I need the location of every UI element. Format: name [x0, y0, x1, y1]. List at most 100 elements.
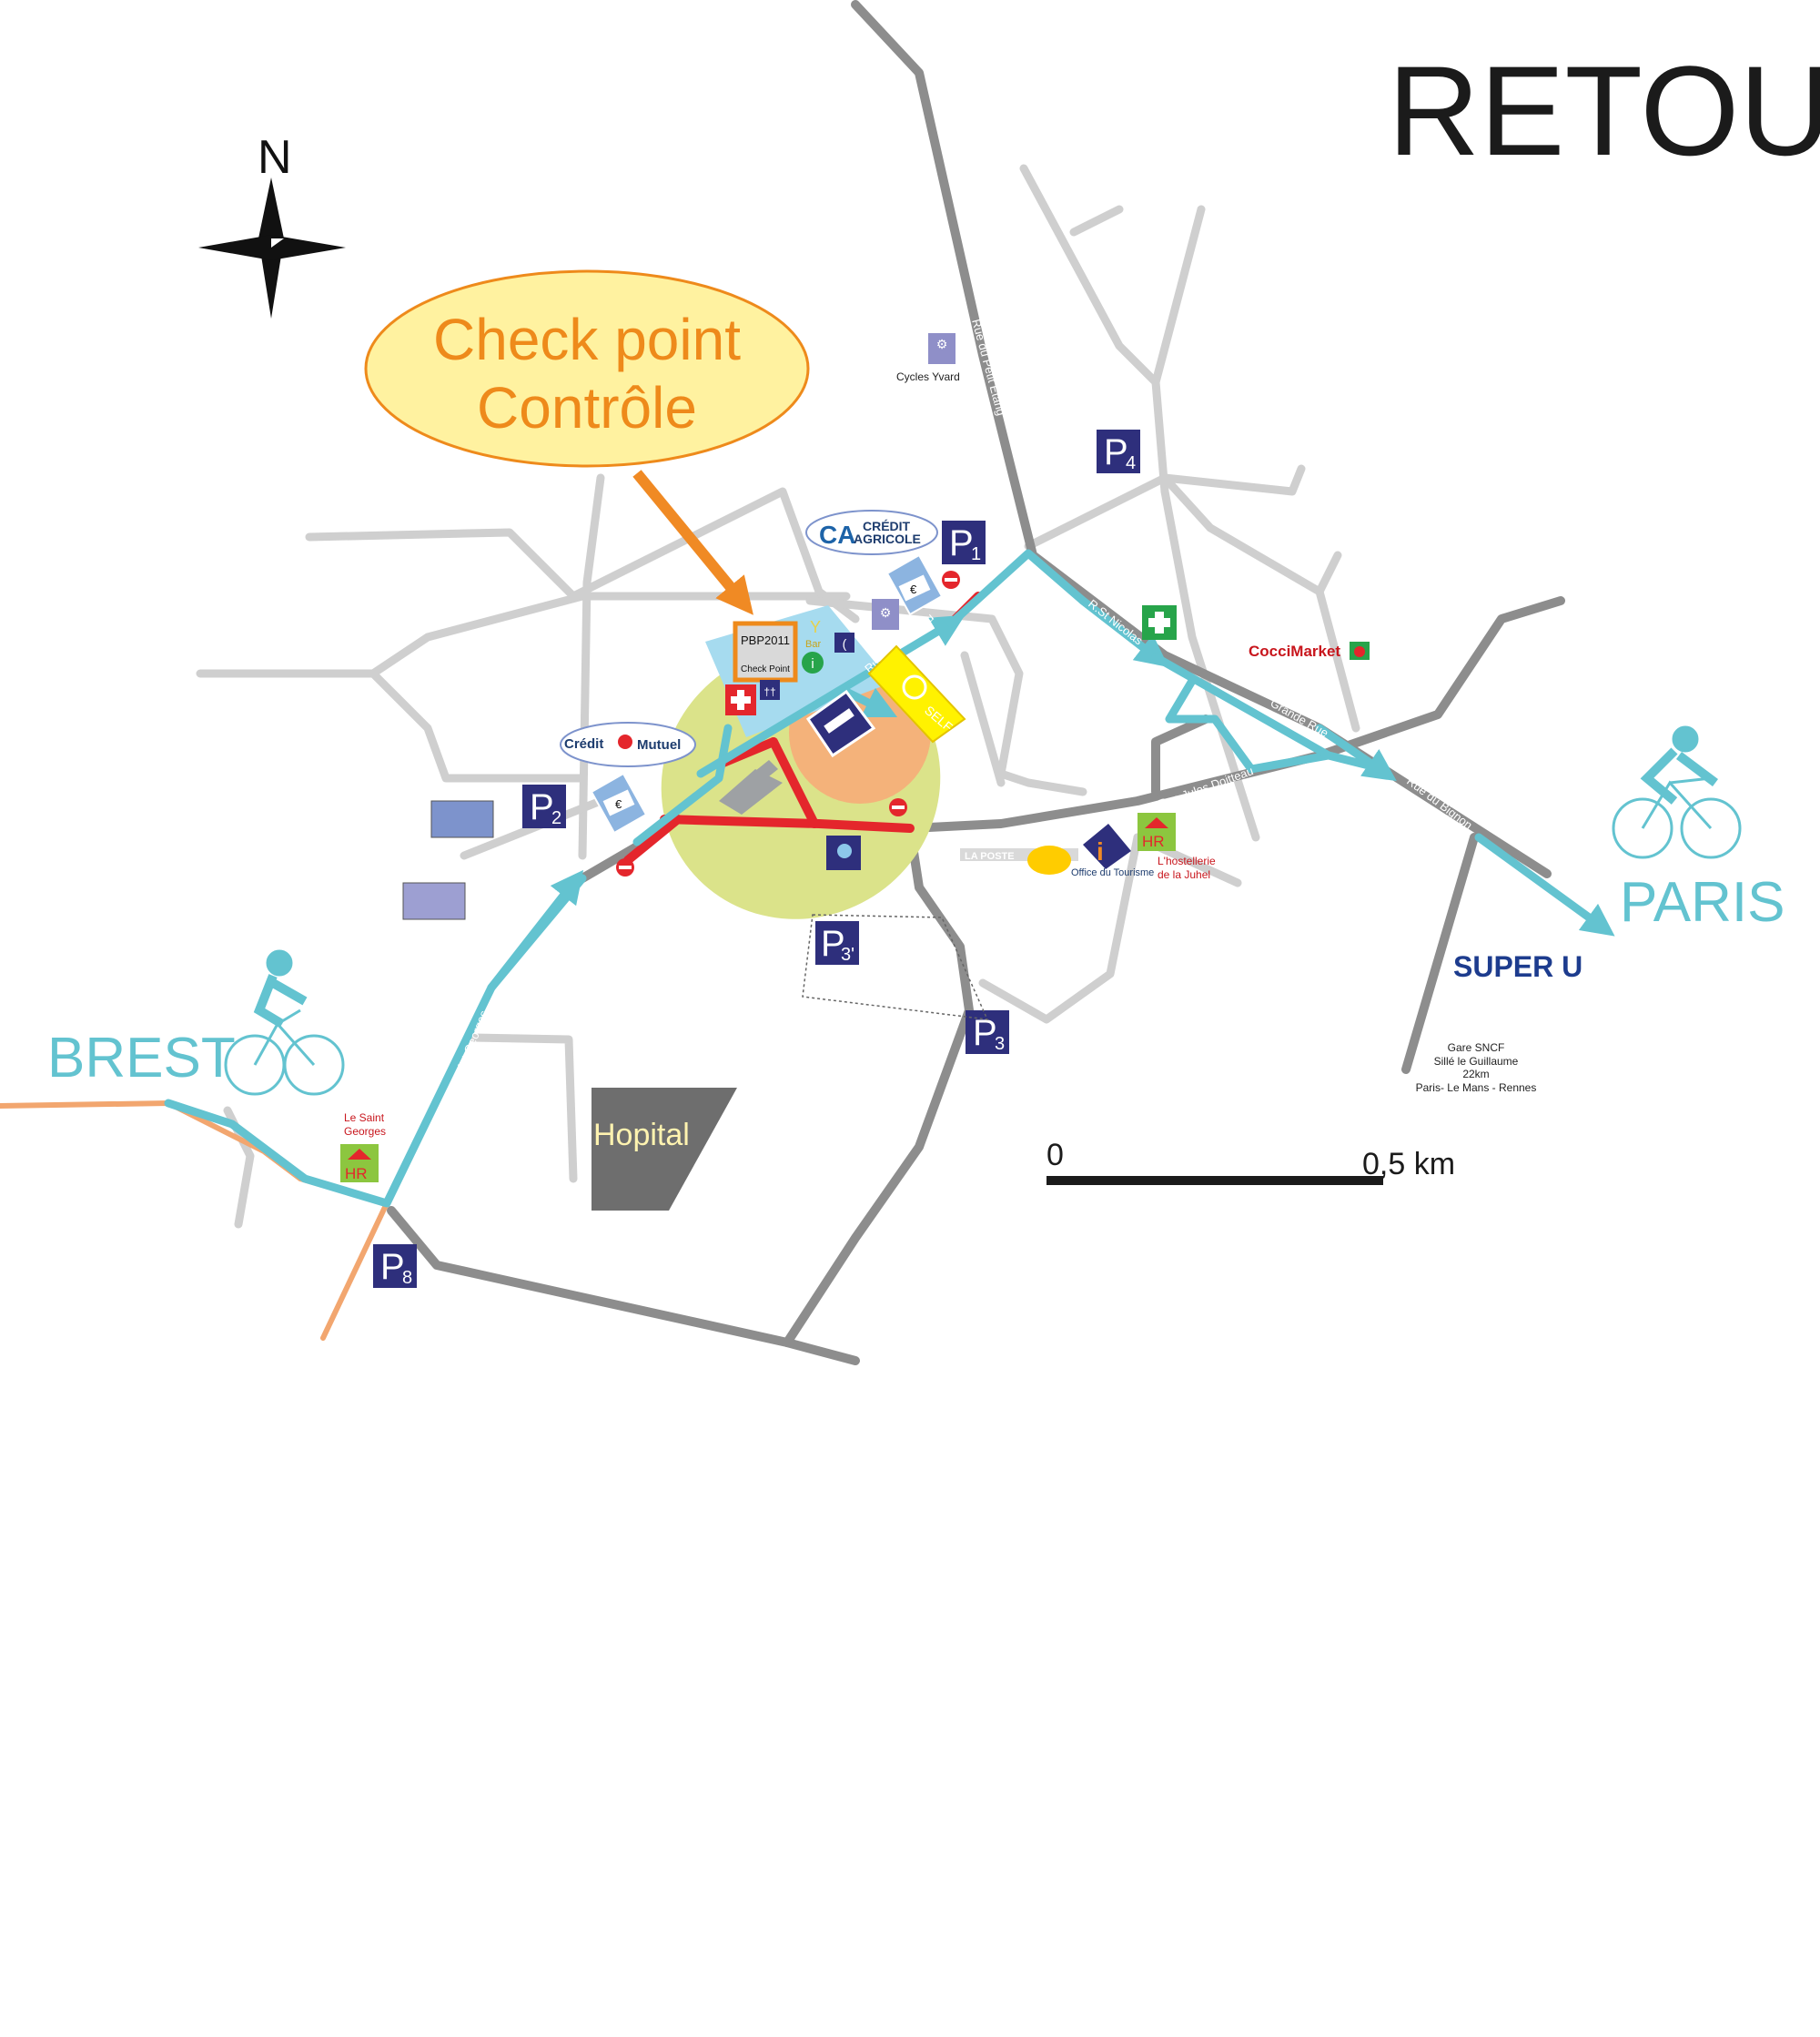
parking-p1[interactable]: P 1 [942, 521, 986, 564]
saint-georges-hr: HR [345, 1165, 368, 1182]
hostellerie-line2: de la Juhel [1158, 868, 1210, 881]
checkpoint-sign-line1: PBP2011 [741, 633, 790, 647]
compass-rose-icon [198, 177, 346, 319]
svg-text:(: ( [843, 636, 847, 651]
gare-line1: Gare SNCF [1448, 1041, 1505, 1054]
hostellerie-line1: L'hostellerie [1158, 855, 1216, 867]
saint-georges-line2: Georges [344, 1125, 386, 1138]
parking-p3-prime[interactable]: P 3' [815, 921, 859, 965]
toilets-icon: †† [760, 680, 780, 700]
self-restaurant-icon [867, 644, 966, 744]
church-icon [719, 760, 783, 815]
credit-mutuel-line1: Crédit [564, 736, 603, 752]
pharmacy-icon [1142, 605, 1177, 640]
super-u-label: SUPER U [1453, 950, 1582, 983]
la-poste-label: LA POSTE [965, 851, 1015, 862]
svg-text:4: 4 [1126, 453, 1136, 473]
bike-repair-icon-2: ⚙ [872, 599, 899, 630]
svg-text:i: i [1097, 837, 1104, 866]
orange-roads [0, 1100, 389, 1341]
street-rue-du-bignon: Rue du Bignon [1404, 774, 1475, 832]
svg-text:3': 3' [841, 945, 854, 965]
sleeping-area-icon [805, 689, 876, 758]
la-poste-logo [960, 846, 1078, 875]
credit-agricole-line2: AGRICOLE [854, 532, 921, 546]
map-title: RETOUR [1388, 39, 1820, 182]
coccimarket-label: CocciMarket [1249, 643, 1340, 660]
tourist-office-icon: i [1083, 824, 1131, 869]
hopital-label: Hopital [593, 1118, 690, 1152]
svg-text:⚙: ⚙ [936, 337, 948, 351]
city-brest: BREST [47, 1027, 236, 1089]
cash-machine-icon-2: € [590, 772, 648, 835]
svg-text:8: 8 [402, 1268, 412, 1288]
bike-repair-icon: ⚙ [928, 333, 956, 364]
svg-text:1: 1 [971, 544, 981, 564]
credit-mutuel-line2: Mutuel [637, 737, 681, 753]
svg-text:P: P [1104, 432, 1128, 472]
no-entry-icon-3 [616, 858, 634, 877]
compass-north-label: N [258, 131, 292, 184]
svg-text:3: 3 [995, 1034, 1005, 1054]
hopital-building [592, 1088, 737, 1211]
checkpoint-bubble [364, 269, 810, 468]
info-icon: i [802, 652, 824, 674]
svg-text:€: € [910, 583, 917, 596]
svg-text:2: 2 [551, 808, 561, 828]
checkpoint-sign: PBP2011 Check Point [733, 621, 798, 683]
cycling-route [164, 549, 1615, 1208]
parking-area-2 [402, 882, 466, 920]
checkpoint-sign-line2: Check Point [741, 664, 790, 674]
gare-line2: Sillé le Guillaume [1434, 1055, 1519, 1068]
coccimarket-logo-icon [1350, 642, 1370, 660]
svg-text:P: P [530, 787, 554, 827]
phone-icon: ( [834, 633, 854, 653]
street-rue-petit-etang: Rue du Petit Etang [969, 318, 1008, 417]
shower-icon [826, 836, 861, 870]
cyclist-brest-icon [224, 949, 345, 1096]
svg-text:P: P [973, 1013, 997, 1053]
svg-text:††: †† [763, 685, 775, 698]
saint-georges-hr-icon [340, 1144, 379, 1182]
checkpoint-arrow [632, 470, 753, 615]
saint-georges-line1: Le Saint [344, 1111, 385, 1124]
svg-text:P: P [821, 924, 845, 964]
parking-p8[interactable]: P 8 [373, 1244, 417, 1288]
bar-icon: Y [799, 614, 832, 649]
checkpoint-bubble-line2: Contrôle [477, 375, 697, 441]
cycles-yvard-label: Cycles Yvard [896, 370, 960, 383]
scale-end-label: 0,5 km [1362, 1147, 1455, 1181]
scale-start-label: 0 [1046, 1138, 1064, 1172]
svg-text:€: € [615, 797, 622, 811]
parking-area [430, 800, 494, 838]
svg-text:CA: CA [819, 521, 855, 549]
street-st-nicolas: R.St Nicolas [1086, 597, 1146, 648]
bar-label: Bar [805, 639, 821, 650]
credit-agricole-logo: CA [805, 510, 938, 555]
street-rue-saint-georges: Rue Saint Georges [440, 1008, 491, 1108]
hostellerie-hr: HR [1142, 833, 1165, 850]
no-entry-icon [942, 571, 960, 589]
gare-line4: Paris- Le Mans - Rennes [1416, 1081, 1537, 1094]
parking-p3[interactable]: P 3 [966, 1010, 1009, 1054]
gare-line3: 22km [1462, 1068, 1489, 1080]
cash-machine-icon: € [885, 553, 944, 616]
street-grande-rue: Grande Rue [1269, 696, 1331, 740]
tourist-office-label: Office du Tourisme [1071, 867, 1154, 878]
svg-text:⚙: ⚙ [880, 605, 892, 620]
cyclist-paris-icon [1612, 725, 1742, 859]
credit-agricole-line1: CRÉDIT [863, 519, 911, 533]
checkpoint-bubble-line1: Check point [433, 307, 741, 372]
parking-p4[interactable]: P 4 [1097, 430, 1140, 473]
svg-text:Y: Y [810, 618, 821, 636]
hostellerie-juhel-icon [1138, 813, 1176, 851]
credit-mutuel-logo [560, 722, 696, 767]
svg-text:i: i [811, 656, 814, 672]
city-paris: PARIS [1620, 871, 1785, 934]
no-entry-icon-2 [889, 798, 907, 816]
svg-text:P: P [949, 523, 974, 563]
parking-p3-prime-area [802, 914, 989, 1020]
parking-p2[interactable]: P 2 [522, 785, 566, 828]
first-aid-icon [725, 684, 756, 715]
